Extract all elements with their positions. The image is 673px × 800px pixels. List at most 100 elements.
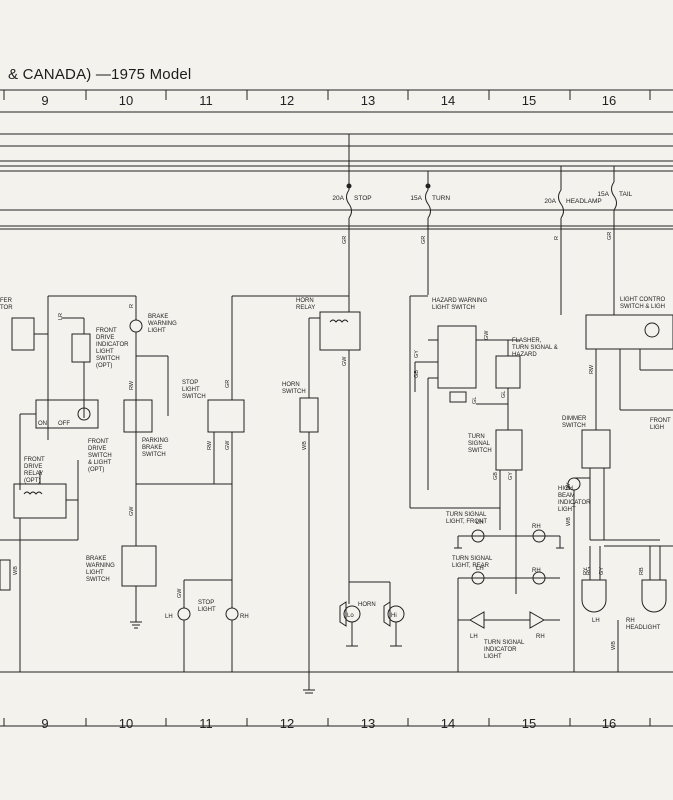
flasher-box	[495, 355, 521, 389]
column-number-16: 16	[601, 716, 617, 731]
wire-code: RY	[583, 567, 589, 575]
headlight-lh-label: LH	[592, 618, 600, 624]
column-number-12: 12	[279, 93, 295, 108]
column-number-15: 15	[521, 93, 537, 108]
front-drive-indicator-box	[71, 333, 91, 363]
fuse-name-2: HEADLAMP	[566, 198, 602, 205]
fuse-headlamp	[558, 166, 564, 315]
wire-code: RY	[566, 482, 572, 490]
wire-code: GW	[342, 356, 348, 366]
wire-code: LR	[58, 313, 64, 320]
wire-code: GB	[414, 370, 420, 378]
dimmer-switch-box	[581, 429, 611, 469]
fuse-tail	[611, 166, 617, 315]
column-ticks-top	[3, 90, 651, 100]
wire-code: GR	[421, 236, 427, 244]
wire-code: RW	[207, 440, 213, 450]
column-number-11: 11	[199, 716, 213, 731]
light-control-switch-box	[585, 314, 673, 350]
fuse-amp-0: 20A	[332, 195, 344, 202]
ts-indicator-lh	[468, 611, 485, 629]
wire-code: WB	[302, 441, 308, 450]
wire-code: RW	[129, 380, 135, 390]
stop-lamp-lh	[177, 607, 191, 621]
column-number-13: 13	[360, 93, 376, 108]
ts-rear-rh-label: RH	[532, 568, 541, 574]
ts-front-rh-label: RH	[532, 524, 541, 530]
ts-ind-lh-label: LH	[470, 634, 478, 640]
horn-relay-coil	[329, 319, 349, 323]
light-control-lamp	[644, 322, 660, 338]
column-number-9: 9	[41, 93, 49, 108]
parking-brake-switch-box	[123, 399, 153, 433]
hazard-switch-box	[437, 325, 477, 389]
fuse-name-0: STOP	[354, 195, 372, 202]
hazard-switch-base	[449, 391, 467, 403]
column-number-13: 13	[360, 716, 376, 731]
fer-tor-box	[11, 317, 35, 351]
front-drive-relay-box	[13, 483, 67, 519]
ts-front-rh	[532, 529, 546, 543]
wire-code: GW	[177, 588, 183, 598]
bus-lines	[0, 133, 673, 673]
headlight-lh	[581, 579, 607, 613]
column-number-10: 10	[118, 716, 134, 731]
fuse-stop	[346, 134, 352, 300]
column-number-14: 14	[440, 716, 456, 731]
wire-code: GR	[342, 236, 348, 244]
stop-lh-label: LH	[165, 614, 173, 620]
brake-warning-lamp	[129, 319, 143, 333]
wire-code: WB	[566, 517, 572, 526]
headlight-rh	[641, 579, 667, 613]
wire-code: WB	[13, 566, 19, 575]
left-edge-box	[0, 559, 11, 591]
wire-code: GR	[607, 232, 613, 240]
horn-label: HORN	[358, 602, 376, 608]
fuse-name-1: TURN	[432, 195, 450, 202]
wire-code: GL	[501, 391, 507, 398]
stop-rh-label: RH	[240, 614, 249, 620]
wire-code: GY	[508, 472, 514, 480]
ts-indicator-rh	[529, 611, 546, 629]
flasher-label: FLASHER,TURN SIGNAL &HAZARD	[512, 338, 558, 358]
wire-code: GW	[225, 440, 231, 450]
turn-signal-switch-box	[495, 429, 523, 471]
wire-code: GB	[493, 472, 499, 480]
column-number-14: 14	[440, 93, 456, 108]
wire-code: R	[554, 236, 560, 240]
fuse-amp-3: 15A	[597, 191, 609, 198]
on-label: ON	[38, 421, 47, 427]
horn-relay-box	[319, 311, 361, 351]
stop-light-switch-box	[207, 399, 245, 433]
wire-code: RW	[589, 364, 595, 374]
column-number-12: 12	[279, 716, 295, 731]
column-number-9: 9	[41, 716, 49, 731]
wire-code: GW	[129, 506, 135, 516]
fuse-name-3: TAIL	[619, 191, 633, 198]
fuse-turn	[425, 171, 431, 295]
wire-code: GW	[484, 330, 490, 340]
page-title: & CANADA) —1975 Model	[8, 66, 192, 83]
horn-switch-box	[299, 397, 319, 433]
horn-hi-shape	[383, 601, 391, 627]
horn-lo-label: Lo	[347, 613, 354, 619]
horn-lo-shape	[339, 601, 347, 627]
column-ticks-bottom	[3, 718, 651, 726]
ts-rear-lh-label: LH	[476, 566, 484, 572]
wire-code: RB	[639, 567, 645, 575]
